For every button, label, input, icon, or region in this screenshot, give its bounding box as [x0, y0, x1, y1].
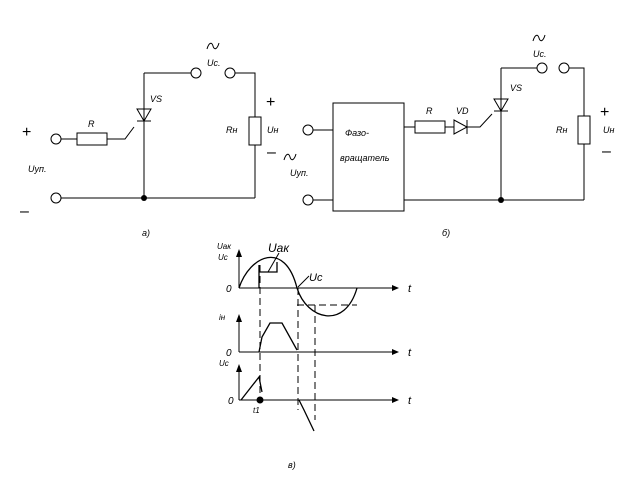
sine-icon-b-control [283, 153, 297, 161]
timing-diagram-c: Uак Uс 0 t Uак Uс iн 0 t Uс 0 t t1 в) [217, 241, 412, 470]
label-b-source: Uс. [533, 49, 547, 59]
wire-a-control-top [61, 72, 256, 199]
label-a-resistor: R [88, 119, 95, 129]
label-b-load-plus: + [600, 104, 609, 121]
label-b-load-resistor: Rн [556, 125, 567, 135]
label-c-mid-y: iн [219, 313, 226, 322]
terminal-b-source-left [536, 62, 548, 74]
label-c-top-t: t [408, 283, 412, 295]
label-c-uc-curve: Uс [309, 272, 323, 284]
load-resistor-b [577, 115, 591, 145]
label-c-bot-zero: 0 [228, 396, 234, 407]
circuit-a: + – R VS Uс. Uуп. Rн Uн + – а) [20, 42, 278, 238]
label-a-plus: + [22, 124, 31, 141]
label-a-load-minus: – [267, 144, 276, 161]
label-c-t1: t1 [253, 406, 260, 415]
thyristor-a-vs [136, 108, 152, 122]
caption-b: б) [442, 228, 450, 238]
curve-uc-sine [238, 256, 358, 317]
caption-a: а) [142, 228, 150, 238]
label-c-top-y1: Uак [217, 242, 232, 251]
circuit-b: Фазо- вращатель Uуп. R VD VS Uс. Rн Uн +… [283, 34, 614, 238]
leader-uc [297, 275, 310, 288]
curve-uc-bottom [240, 375, 263, 401]
label-c-top-zero: 0 [226, 284, 232, 295]
label-c-bot-t: t [408, 395, 412, 407]
label-b-diode: VD [456, 106, 469, 116]
terminal-a-control-minus [50, 192, 62, 204]
axes-top [236, 249, 399, 291]
terminal-a-control-plus [50, 133, 62, 145]
label-b-phase-shifter-2: вращатель [340, 153, 390, 163]
phase-shifter-block [332, 102, 405, 212]
leader-uak [267, 252, 280, 273]
label-c-top-y2: Uс [218, 253, 228, 262]
label-a-load-plus: + [266, 94, 275, 111]
terminal-a-source-right [224, 67, 236, 79]
label-a-control-voltage: Uуп. [28, 164, 46, 174]
diode-b-vd [453, 119, 474, 135]
terminal-b-control-bottom [302, 194, 314, 206]
load-resistor-a [248, 116, 262, 146]
label-a-load-voltage: Uн [267, 125, 278, 135]
label-b-load-minus: – [602, 143, 611, 160]
label-b-control-voltage: Uуп. [290, 168, 308, 178]
junction-b [498, 197, 504, 203]
curve-uc-bottom-neg [298, 399, 315, 432]
label-b-load-voltage: Uн [603, 125, 614, 135]
wires-b [313, 67, 585, 201]
caption-c: в) [288, 460, 296, 470]
label-c-uak-curve: Uак [268, 241, 290, 255]
label-c-mid-t: t [408, 347, 412, 359]
thyristor-b-vs [493, 98, 509, 112]
curve-iload [258, 322, 298, 353]
label-b-thyristor: VS [510, 83, 522, 93]
terminal-a-source-left [190, 67, 202, 79]
label-b-resistor: R [426, 106, 433, 116]
label-c-mid-zero: 0 [226, 348, 232, 359]
resistor-b-r [414, 120, 446, 134]
label-a-source: Uс. [207, 58, 221, 68]
label-a-thyristor: VS [150, 94, 162, 104]
terminal-b-control-top [302, 124, 314, 136]
sine-icon-a-source [206, 42, 220, 50]
label-a-minus: – [20, 203, 29, 220]
label-c-bot-y: Uс [219, 359, 229, 368]
label-a-load-resistor: Rн [226, 125, 237, 135]
terminal-b-source-right [558, 62, 570, 74]
sine-icon-b-source [532, 34, 546, 42]
label-b-phase-shifter-1: Фазо- [345, 128, 369, 138]
curve-uak [258, 262, 278, 288]
resistor-a-r [76, 132, 108, 146]
junction-a [141, 195, 147, 201]
